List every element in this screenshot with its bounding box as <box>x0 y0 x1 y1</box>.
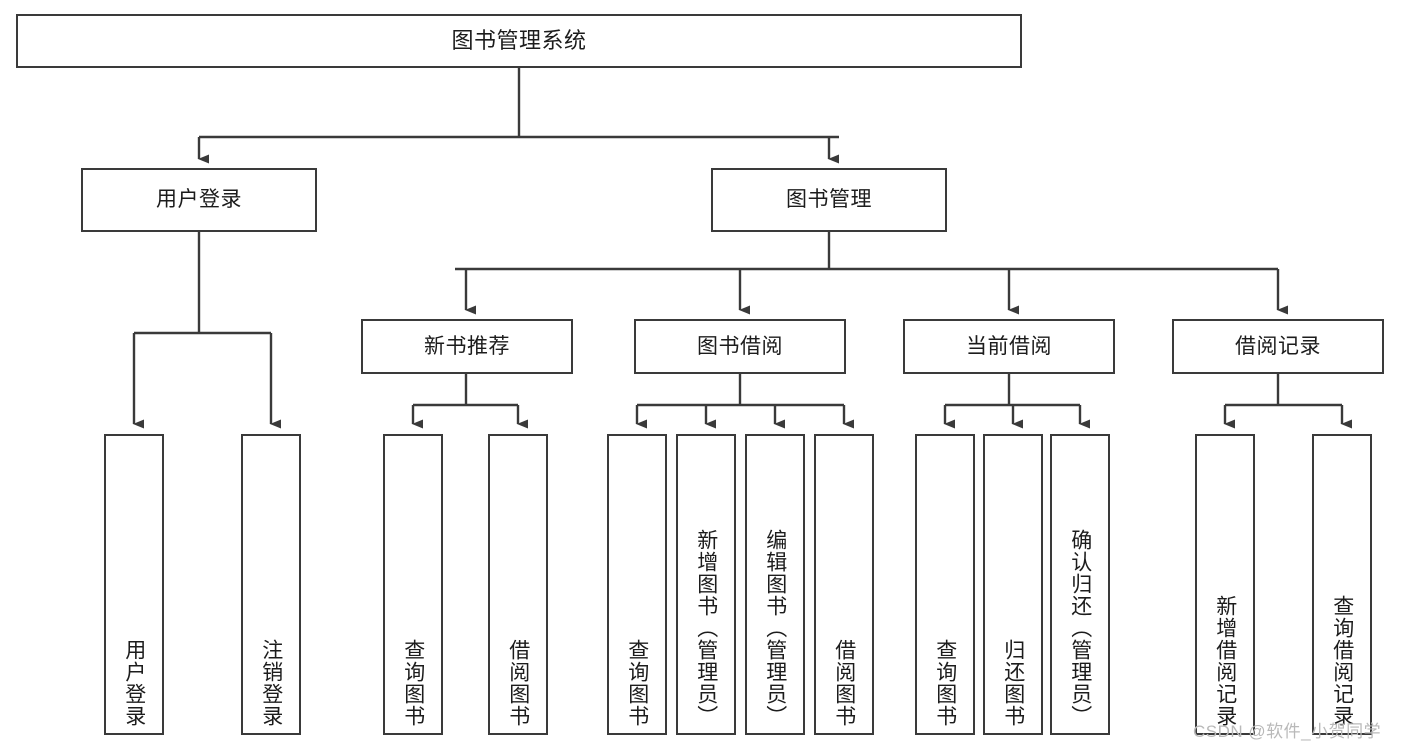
node-book-borrow-label: 图书借阅 <box>697 334 783 358</box>
leaf-new-book-borrow[interactable]: 借阅图书 <box>488 434 548 735</box>
node-root-system[interactable]: 图书管理系统 <box>16 14 1022 68</box>
leaf-borrow-record-query-label: 查询借阅记录 <box>1330 595 1354 727</box>
node-root-system-label: 图书管理系统 <box>451 27 587 53</box>
leaf-current-borrow-return-label: 归还图书 <box>1001 639 1025 727</box>
leaf-book-borrow-borrow[interactable]: 借阅图书 <box>814 434 874 735</box>
node-book-management-label: 图书管理 <box>786 188 872 212</box>
leaf-current-borrow-confirm[interactable]: 确认归还（管理员） <box>1050 434 1110 735</box>
leaf-current-borrow-confirm-label: 确认归还（管理员） <box>1068 529 1092 727</box>
leaf-current-borrow-query-label: 查询图书 <box>933 639 957 727</box>
node-new-book-recommend-label: 新书推荐 <box>424 334 510 358</box>
leaf-borrow-record-add[interactable]: 新增借阅记录 <box>1195 434 1255 735</box>
leaf-borrow-record-query[interactable]: 查询借阅记录 <box>1312 434 1372 735</box>
leaf-book-borrow-query-label: 查询图书 <box>625 639 649 727</box>
leaf-book-borrow-edit-label: 编辑图书（管理员） <box>763 529 787 727</box>
node-book-borrow[interactable]: 图书借阅 <box>634 319 846 374</box>
leaf-book-borrow-add-label: 新增图书（管理员） <box>694 529 718 727</box>
node-borrow-record[interactable]: 借阅记录 <box>1172 319 1384 374</box>
leaf-user-login-login[interactable]: 用户登录 <box>104 434 164 735</box>
leaf-borrow-record-add-label: 新增借阅记录 <box>1213 595 1237 727</box>
node-user-login[interactable]: 用户登录 <box>81 168 317 232</box>
node-borrow-record-label: 借阅记录 <box>1235 334 1321 358</box>
leaf-current-borrow-return[interactable]: 归还图书 <box>983 434 1043 735</box>
leaf-new-book-query-label: 查询图书 <box>401 639 425 727</box>
node-new-book-recommend[interactable]: 新书推荐 <box>361 319 573 374</box>
leaf-book-borrow-query[interactable]: 查询图书 <box>607 434 667 735</box>
node-book-management[interactable]: 图书管理 <box>711 168 947 232</box>
node-user-login-label: 用户登录 <box>156 188 242 212</box>
leaf-book-borrow-borrow-label: 借阅图书 <box>832 639 856 727</box>
leaf-current-borrow-query[interactable]: 查询图书 <box>915 434 975 735</box>
leaf-book-borrow-edit[interactable]: 编辑图书（管理员） <box>745 434 805 735</box>
leaf-book-borrow-add[interactable]: 新增图书（管理员） <box>676 434 736 735</box>
node-current-borrow-label: 当前借阅 <box>966 334 1052 358</box>
leaf-user-login-login-label: 用户登录 <box>122 639 146 727</box>
leaf-new-book-query[interactable]: 查询图书 <box>383 434 443 735</box>
csdn-watermark: CSDN @软件_小贺同学 <box>1193 722 1382 741</box>
leaf-user-login-logout[interactable]: 注销登录 <box>241 434 301 735</box>
leaf-new-book-borrow-label: 借阅图书 <box>506 639 530 727</box>
node-current-borrow[interactable]: 当前借阅 <box>903 319 1115 374</box>
leaf-user-login-logout-label: 注销登录 <box>259 639 283 727</box>
